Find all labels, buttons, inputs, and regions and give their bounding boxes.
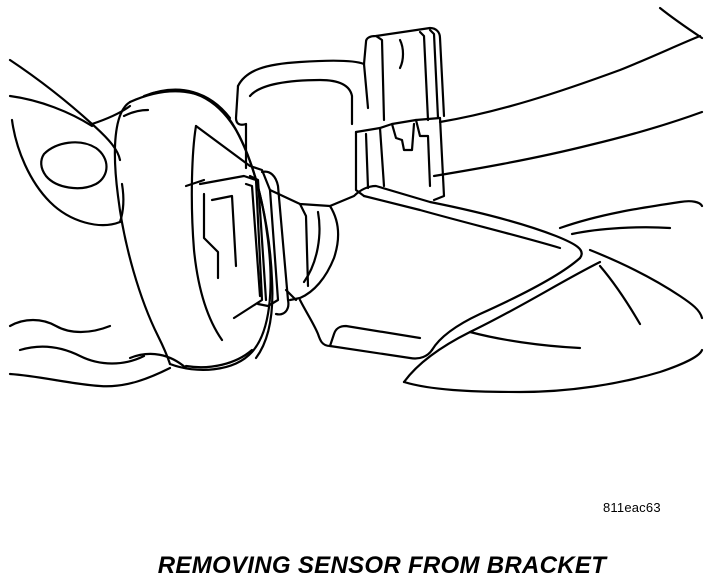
line-drawing-sensor-removal [8, 6, 704, 394]
sensor-arm [268, 184, 583, 360]
electrical-connector [234, 26, 446, 202]
right-arm-upper [432, 6, 704, 178]
figure-caption: REMOVING SENSOR FROM BRACKET [157, 552, 607, 579]
figure-id-label: 811eac63 [603, 500, 661, 515]
sensor-body [184, 124, 290, 342]
right-hand-lower [402, 200, 704, 394]
